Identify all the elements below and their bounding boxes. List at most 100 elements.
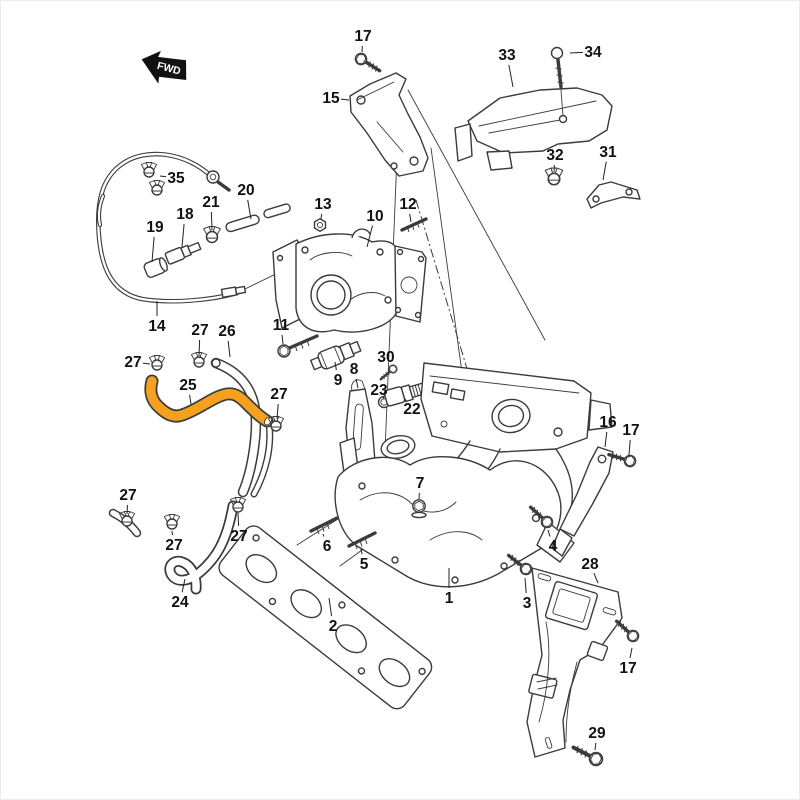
part-17-bolt [351, 49, 385, 78]
label-leader-line [320, 213, 323, 220]
part-number-label: 7 [416, 475, 425, 492]
label-leader-line [189, 394, 192, 405]
label-leader-line [628, 439, 631, 456]
part-number-label: 34 [584, 44, 602, 61]
part-33-cover [454, 87, 613, 171]
part-number-label: 17 [354, 28, 371, 45]
part-number-label: 4 [549, 538, 558, 555]
part-31-bracket [586, 181, 641, 209]
part-16-bracket [551, 446, 614, 557]
label-leader-line [181, 578, 186, 593]
label-leader-line [181, 223, 185, 248]
part-14-throttle-cable [96, 151, 247, 304]
label-leader-line [569, 51, 584, 54]
part-9-valve-assembly [310, 340, 362, 371]
part-number-label: 17 [622, 422, 639, 439]
part-27-clamp [148, 354, 166, 371]
label-leader-line [247, 199, 252, 220]
part-number-label: 25 [179, 377, 197, 394]
label-leader-line [602, 161, 607, 181]
connector-pipe [250, 419, 274, 498]
label-leader-line [360, 548, 363, 555]
label-leader-line [198, 339, 201, 357]
part-number-label: 28 [581, 556, 599, 573]
part-number-label: 18 [176, 206, 194, 223]
label-leader-line [594, 742, 597, 751]
label-leader-line [210, 211, 213, 231]
label-leader-line [604, 431, 608, 448]
part-number-label: 9 [334, 372, 343, 389]
label-leader-line [366, 225, 373, 248]
part-number-label: 29 [588, 725, 606, 742]
part-11-bolt [277, 334, 319, 358]
label-leader-line [547, 529, 551, 537]
part-number-label: 19 [146, 219, 164, 236]
label-leader-line [171, 530, 174, 536]
label-leader-line [382, 396, 385, 399]
part-5-stud [347, 531, 377, 550]
part-6-stud [309, 516, 339, 535]
part-number-label: 11 [273, 317, 290, 334]
label-leader-line [328, 597, 333, 617]
part-15-bracket [349, 72, 429, 177]
label-leader-line [151, 236, 155, 263]
part-number-label: 3 [523, 595, 532, 612]
part-number-label: 27 [230, 528, 247, 545]
label-leader-line [629, 647, 633, 659]
label-leader-line [355, 378, 359, 389]
part-number-label: 24 [171, 594, 189, 611]
part-number-label: 17 [619, 660, 636, 677]
part-1-intake-manifold [334, 434, 575, 588]
label-leader-line [404, 398, 407, 402]
part-number-label: 26 [218, 323, 236, 340]
part-number-label: 6 [323, 538, 332, 555]
part-number-label: 20 [237, 182, 254, 199]
label-leader-line [340, 98, 350, 101]
part-number-label: 2 [329, 618, 338, 635]
part-17-bolt [611, 615, 643, 646]
part-number-label: 1 [445, 590, 454, 607]
label-leader-line [524, 577, 527, 594]
part-18-sensor [164, 241, 202, 265]
part-number-labels: 1234567891011121314151617171718192021222… [119, 28, 640, 751]
label-leader-line [276, 403, 279, 420]
part-20-tube [225, 203, 291, 233]
part-7-bolt [411, 499, 427, 519]
label-leader-line [409, 213, 412, 223]
part-number-label: 27 [124, 354, 141, 371]
part-29-bolt [568, 739, 607, 770]
part-number-label: 21 [202, 194, 220, 211]
part-19-sensor-cap [143, 257, 168, 278]
part-number-label: 12 [399, 196, 416, 213]
part-25-highlighted-hose [144, 374, 274, 428]
part-number-label: 32 [546, 147, 563, 164]
part-number-label: 30 [377, 349, 394, 366]
part-13-nut [313, 218, 327, 232]
label-leader-line [159, 175, 167, 178]
part-27-clamp [163, 513, 181, 530]
label-leader-line [227, 340, 231, 358]
part-number-label: 27 [191, 322, 208, 339]
part-number-label: 13 [314, 196, 332, 213]
part-number-label: 22 [403, 401, 420, 418]
part-number-label: 27 [270, 386, 287, 403]
part-number-label: 10 [366, 208, 383, 225]
part-number-label: 33 [498, 47, 516, 64]
label-leader-line [142, 362, 151, 365]
part-number-label: 35 [167, 170, 185, 187]
part-number-label: 16 [599, 414, 617, 431]
label-leader-line [508, 64, 514, 88]
fwd-direction-icon: FWD [141, 50, 187, 84]
part-number-label: 8 [350, 361, 359, 378]
part-26-hose [210, 357, 262, 498]
part-2-gasket [218, 525, 433, 710]
part-number-label: 23 [370, 382, 388, 399]
part-number-label: 14 [148, 318, 166, 335]
part-number-label: 27 [165, 537, 182, 554]
part-35-cable-clamp [140, 161, 166, 196]
label-leader-line [281, 334, 284, 345]
part-number-label: 5 [360, 556, 369, 573]
part-12-stud-bolt [400, 217, 428, 233]
part-number-label: 15 [322, 90, 340, 107]
